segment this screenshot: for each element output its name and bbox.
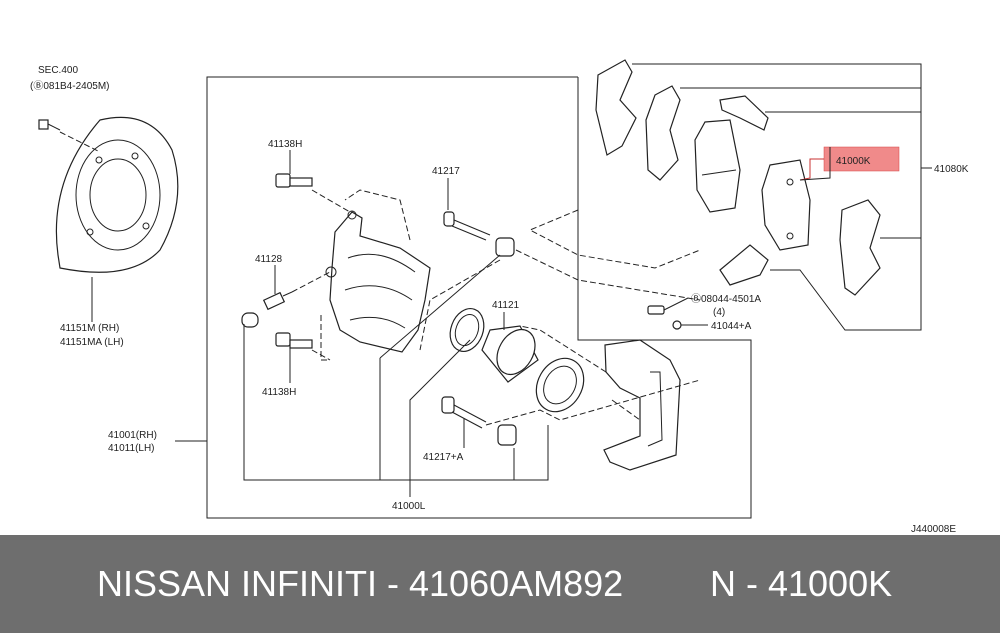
- inner-shim: [839, 199, 881, 296]
- pin-boot-bottom: [497, 424, 517, 446]
- inner-brake-pad: [761, 159, 811, 251]
- guide-bolt-bottom: [275, 332, 313, 349]
- outer-shim-2: [645, 85, 681, 181]
- shield-bolt: [38, 119, 61, 131]
- small-bolt: [647, 305, 665, 315]
- label-41217: 41217: [432, 166, 460, 177]
- label-41011: 41011(LH): [108, 443, 155, 454]
- part-title: NISSAN INFINITI - 41060AM892: [97, 563, 624, 604]
- pad-clip-lower: [719, 244, 769, 286]
- label-41138h-top: 41138H: [268, 139, 302, 150]
- part-ref: N - 41000K: [710, 563, 893, 604]
- label-41000l: 41000L: [392, 501, 426, 512]
- parts-diagram: SEC.400 (Ⓑ081B4-2405M) 41151M (RH) 41151…: [30, 59, 969, 535]
- outer-shim: [595, 59, 637, 156]
- piston-boot: [535, 357, 585, 413]
- dust-shield: [55, 116, 179, 273]
- label-41151m: 41151M (RH): [60, 323, 119, 334]
- label-41000k: 41000K: [836, 156, 871, 167]
- washer: [672, 320, 682, 330]
- caliper-group-frame: [206, 76, 752, 519]
- guide-pin-top: [443, 211, 491, 241]
- piston: [481, 325, 539, 383]
- pad-kit-bracket: [632, 63, 922, 331]
- label-41217a: 41217+A: [423, 452, 464, 463]
- guide-bolt-top: [275, 173, 313, 188]
- label-41128: 41128: [255, 254, 283, 265]
- label-sec400: SEC.400: [38, 65, 78, 76]
- guide-pin-bottom: [441, 396, 487, 429]
- part-number-banner: NISSAN INFINITI - 41060AM892 N - 41000K: [0, 535, 1000, 633]
- label-08044: Ⓑ08044-4501A: [691, 293, 761, 305]
- label-sec400-part: (Ⓑ081B4-2405M): [30, 80, 109, 92]
- label-41138h-bottom: 41138H: [262, 387, 296, 398]
- caliper-bracket: [603, 339, 681, 471]
- label-41121: 41121: [492, 300, 520, 311]
- pad-clip: [719, 95, 769, 131]
- bleeder-screw: [241, 291, 293, 328]
- pin-boot-top: [495, 237, 515, 257]
- label-08044-qty: (4): [713, 307, 725, 318]
- label-41151ma: 41151MA (LH): [60, 337, 124, 348]
- caliper-body: [325, 210, 431, 353]
- label-41001: 41001(RH): [108, 430, 157, 441]
- outer-brake-pad: [694, 119, 741, 213]
- label-41080k: 41080K: [934, 164, 969, 175]
- label-41044a: 41044+A: [711, 321, 752, 332]
- highlight-41000k: [823, 146, 900, 172]
- diagram-code: J440008E: [911, 524, 956, 535]
